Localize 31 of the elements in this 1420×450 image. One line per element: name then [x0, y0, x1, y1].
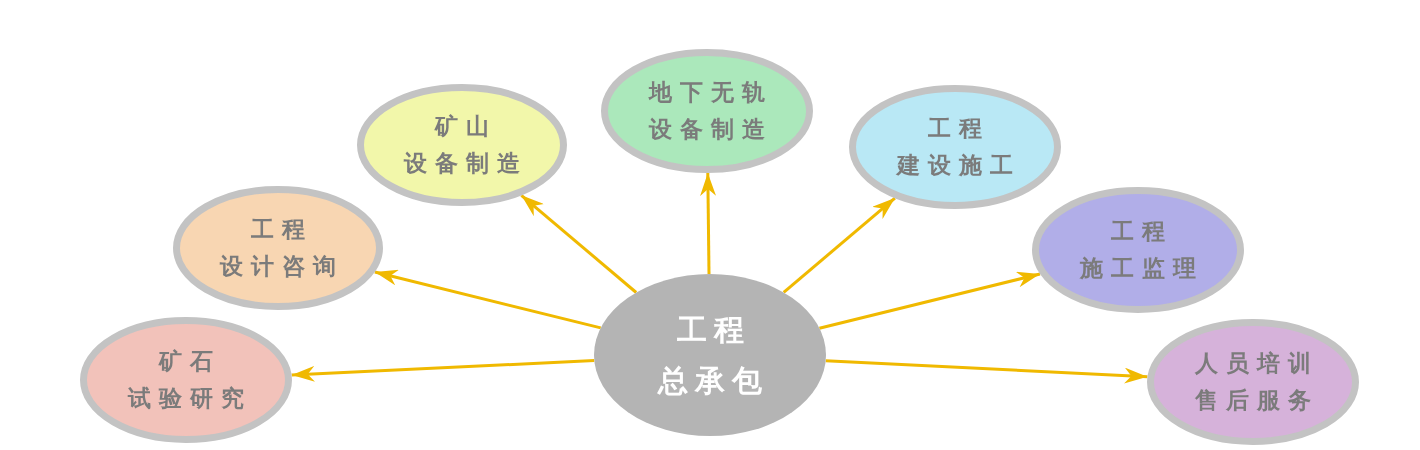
arrow: [825, 359, 1148, 384]
service-ellipse: [849, 85, 1061, 209]
node-label: 设计咨询: [218, 252, 344, 281]
node-label: 矿石: [157, 347, 221, 376]
arrow: [291, 359, 595, 382]
node-label: 工程: [1110, 217, 1173, 246]
arrow: [700, 172, 717, 275]
node-label: 总承包: [656, 362, 769, 400]
node-label: 设备制造: [402, 149, 528, 178]
node-label: 工程: [927, 114, 990, 143]
node-label: 设备制造: [647, 115, 773, 144]
hub-ellipse: [594, 274, 826, 436]
arrow: [819, 271, 1041, 330]
node-label: 施工监理: [1078, 254, 1204, 283]
arrow: [520, 194, 638, 294]
service-ellipse: [80, 317, 292, 443]
node-label: 地下无轨: [647, 78, 773, 107]
service-ellipse: [601, 49, 813, 173]
node-label: 工程: [675, 310, 751, 348]
node-label: 售后服务: [1194, 386, 1319, 415]
service-ellipse: [1147, 319, 1359, 445]
service-ellipse: [173, 186, 383, 310]
arrow: [374, 269, 602, 330]
node-label: 工程: [250, 215, 313, 244]
node-label: 人员培训: [1194, 349, 1319, 378]
arrow: [782, 196, 896, 294]
service-ellipse: [1032, 187, 1244, 313]
node-label: 试验研究: [126, 384, 252, 413]
service-ellipse: [357, 84, 567, 206]
node-label: 矿山: [433, 112, 497, 141]
node-label: 建设施工: [895, 151, 1021, 180]
